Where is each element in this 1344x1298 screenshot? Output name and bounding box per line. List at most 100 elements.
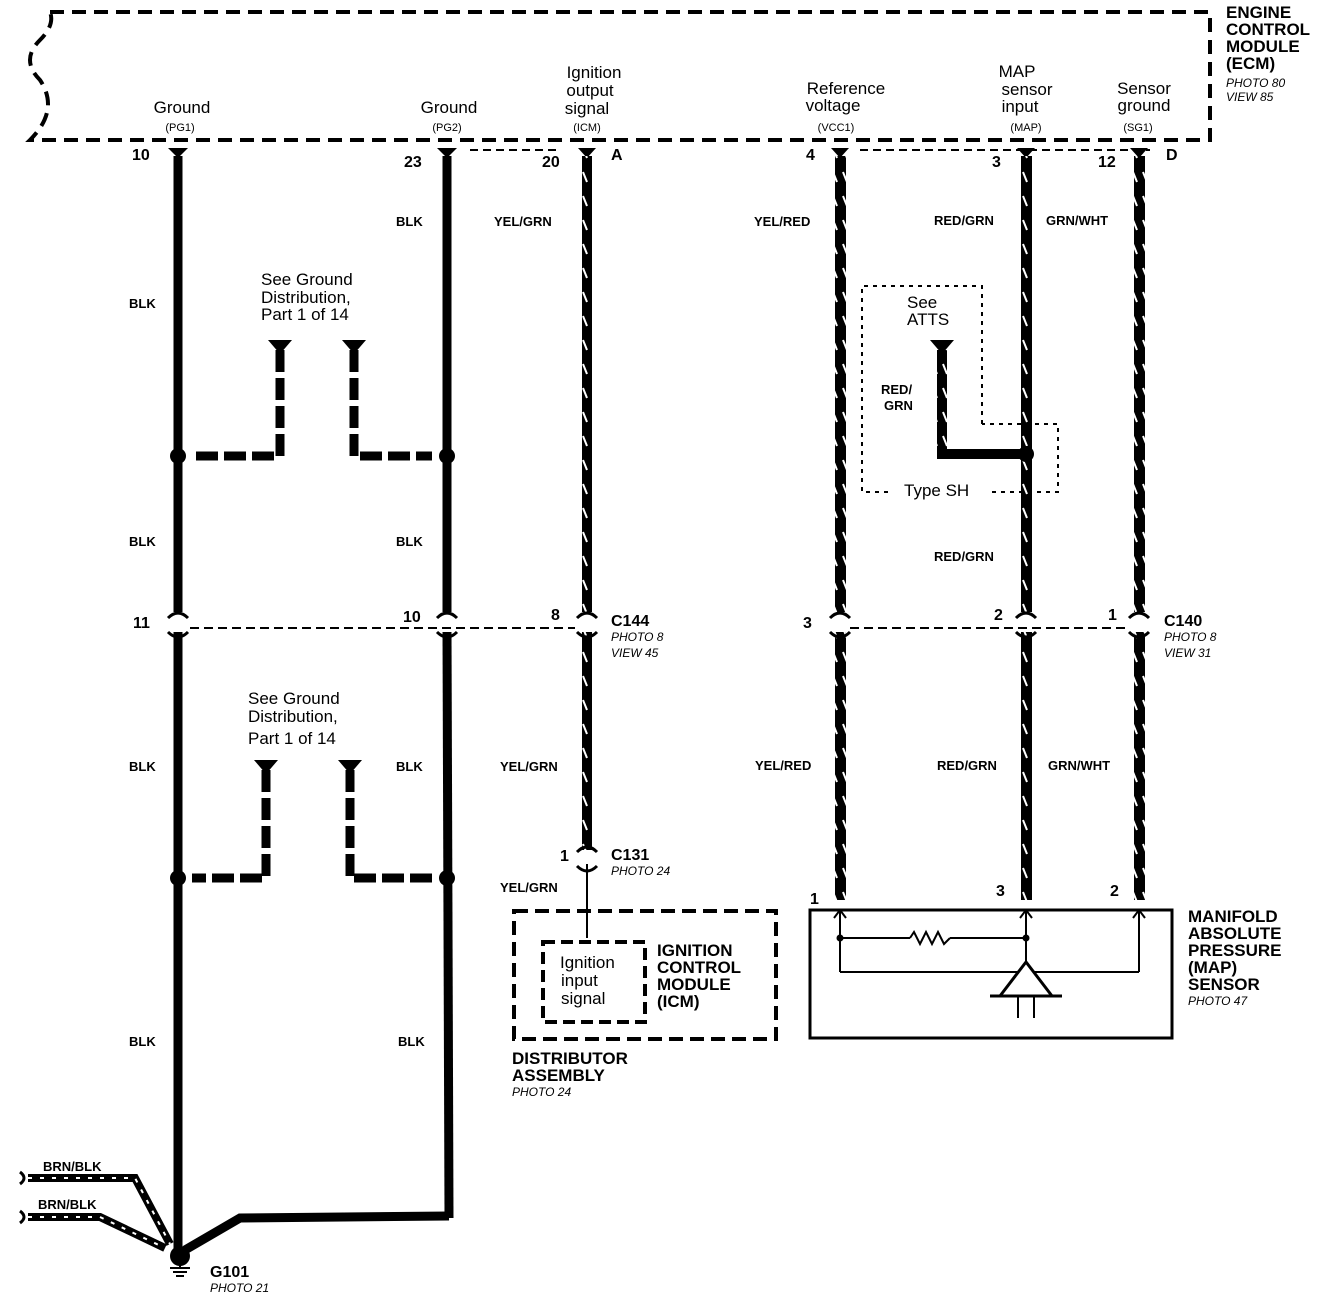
svg-text:See Ground: See Ground xyxy=(261,270,353,289)
svg-text:ASSEMBLY: ASSEMBLY xyxy=(512,1066,606,1085)
distributor-assembly: Ignition input signal IGNITION CONTROL M… xyxy=(512,909,778,1099)
svg-text:DISTRIBUTOR: DISTRIBUTOR xyxy=(512,1049,628,1068)
ground-g101: G101 PHOTO 21 xyxy=(170,1246,269,1295)
svg-text:8: 8 xyxy=(551,607,560,624)
terminal-map: MAP sensor input (MAP) 3 xyxy=(992,62,1053,171)
map-sensor: 1 3 2 MANIFOLD ABSOLUTE PRESSURE (MAP) S… xyxy=(808,883,1282,1040)
svg-text:1: 1 xyxy=(810,891,819,908)
svg-text:See: See xyxy=(907,293,937,312)
svg-text:MODULE: MODULE xyxy=(657,975,731,994)
svg-text:Ignition: Ignition xyxy=(560,953,615,972)
svg-text:input: input xyxy=(561,971,598,990)
svg-text:PHOTO 8: PHOTO 8 xyxy=(611,630,664,644)
svg-text:PHOTO 24: PHOTO 24 xyxy=(611,864,670,878)
connector-c144: 11 10 8 C144 PHOTO 8 VIEW 45 xyxy=(133,607,664,660)
svg-text:Part 1 of 14: Part 1 of 14 xyxy=(261,305,349,324)
svg-text:GRN/WHT: GRN/WHT xyxy=(1046,213,1108,228)
svg-text:Ground: Ground xyxy=(154,98,211,117)
svg-text:C144: C144 xyxy=(611,613,649,630)
svg-text:ABSOLUTE: ABSOLUTE xyxy=(1188,924,1282,943)
svg-text:VIEW 45: VIEW 45 xyxy=(611,646,659,660)
svg-text:2: 2 xyxy=(994,607,1003,624)
wire-brn-blk: BRN/BLK BRN/BLK xyxy=(19,1159,174,1252)
connector-c140: 3 2 1 C140 PHOTO 8 VIEW 31 xyxy=(803,607,1217,660)
svg-text:Type SH: Type SH xyxy=(904,481,969,500)
ground-distribution-bottom: See Ground Distribution, Part 1 of 14 xyxy=(170,689,455,886)
svg-text:YEL/GRN: YEL/GRN xyxy=(500,880,558,895)
svg-text:C140: C140 xyxy=(1164,613,1202,630)
svg-text:RED/GRN: RED/GRN xyxy=(934,213,994,228)
svg-text:output: output xyxy=(566,81,614,100)
svg-text:BLK: BLK xyxy=(396,759,423,774)
svg-text:3: 3 xyxy=(996,883,1005,900)
svg-text:sensor: sensor xyxy=(1001,80,1052,99)
wire-pg2 xyxy=(182,156,454,1254)
svg-text:12: 12 xyxy=(1098,154,1116,171)
svg-text:ground: ground xyxy=(1118,96,1171,115)
svg-text:A: A xyxy=(611,147,623,164)
ecm-pin-markers xyxy=(168,148,1148,158)
svg-text:VIEW 31: VIEW 31 xyxy=(1164,646,1211,660)
svg-text:G101: G101 xyxy=(210,1264,249,1281)
svg-text:Distribution,: Distribution, xyxy=(261,288,351,307)
svg-text:Ignition: Ignition xyxy=(567,63,622,82)
svg-text:signal: signal xyxy=(565,99,609,118)
svg-text:CONTROL: CONTROL xyxy=(1226,20,1310,39)
svg-text:(MAP): (MAP) xyxy=(1010,122,1041,134)
svg-text:RED/GRN: RED/GRN xyxy=(937,758,997,773)
svg-text:YEL/GRN: YEL/GRN xyxy=(494,214,552,229)
svg-text:PHOTO 24: PHOTO 24 xyxy=(512,1085,571,1099)
svg-text:(MAP): (MAP) xyxy=(1188,958,1237,977)
svg-text:(ICM): (ICM) xyxy=(657,992,699,1011)
wire-vcc1 xyxy=(835,156,846,900)
svg-text:MAP: MAP xyxy=(999,62,1036,81)
svg-text:BLK: BLK xyxy=(129,1034,156,1049)
svg-text:10: 10 xyxy=(403,609,421,626)
svg-text:YEL/RED: YEL/RED xyxy=(754,214,810,229)
svg-text:1: 1 xyxy=(560,848,569,865)
svg-text:PHOTO 80: PHOTO 80 xyxy=(1226,76,1285,90)
svg-text:(ICM): (ICM) xyxy=(573,122,601,134)
svg-text:BLK: BLK xyxy=(398,1034,425,1049)
svg-text:IGNITION: IGNITION xyxy=(657,941,733,960)
svg-text:23: 23 xyxy=(404,154,422,171)
svg-text:3: 3 xyxy=(992,154,1001,171)
svg-text:signal: signal xyxy=(561,989,605,1008)
svg-text:11: 11 xyxy=(133,615,150,632)
svg-text:BLK: BLK xyxy=(129,534,156,549)
svg-text:10: 10 xyxy=(132,147,150,164)
svg-text:(VCC1): (VCC1) xyxy=(818,122,855,134)
svg-text:20: 20 xyxy=(542,154,560,171)
terminal-vcc1: Reference voltage (VCC1) 4 xyxy=(806,79,886,164)
svg-text:Reference: Reference xyxy=(807,79,885,98)
terminal-pg1: Ground (PG1) 10 xyxy=(132,98,210,164)
svg-text:BLK: BLK xyxy=(129,759,156,774)
svg-text:GRN: GRN xyxy=(884,398,913,413)
ecm-title: ENGINE CONTROL MODULE (ECM) PHOTO 80 VIE… xyxy=(1226,3,1310,104)
svg-text:(ECM): (ECM) xyxy=(1226,54,1275,73)
svg-text:PHOTO 21: PHOTO 21 xyxy=(210,1281,269,1295)
svg-text:SENSOR: SENSOR xyxy=(1188,975,1260,994)
svg-text:D: D xyxy=(1166,147,1178,164)
svg-text:(SG1): (SG1) xyxy=(1123,122,1152,134)
svg-text:GRN/WHT: GRN/WHT xyxy=(1048,758,1110,773)
terminal-icm: Ignition output signal (ICM) 20 A xyxy=(542,63,623,171)
svg-text:Distribution,: Distribution, xyxy=(248,707,338,726)
svg-text:Part 1 of 14: Part 1 of 14 xyxy=(248,729,336,748)
svg-text:CONTROL: CONTROL xyxy=(657,958,741,977)
svg-text:ATTS: ATTS xyxy=(907,310,949,329)
svg-text:3: 3 xyxy=(803,615,812,632)
svg-text:Ground: Ground xyxy=(421,98,478,117)
wire-icm xyxy=(582,156,592,938)
svg-text:(PG1): (PG1) xyxy=(165,122,194,134)
svg-text:(PG2): (PG2) xyxy=(432,122,461,134)
wire-sg1 xyxy=(1134,156,1145,900)
svg-text:voltage: voltage xyxy=(806,96,861,115)
svg-text:BLK: BLK xyxy=(396,534,423,549)
connector-c131: 1 C131 PHOTO 24 xyxy=(560,845,670,878)
svg-text:See Ground: See Ground xyxy=(248,689,340,708)
svg-text:MANIFOLD: MANIFOLD xyxy=(1188,907,1278,926)
svg-text:Sensor: Sensor xyxy=(1117,79,1171,98)
svg-text:RED/: RED/ xyxy=(881,382,912,397)
